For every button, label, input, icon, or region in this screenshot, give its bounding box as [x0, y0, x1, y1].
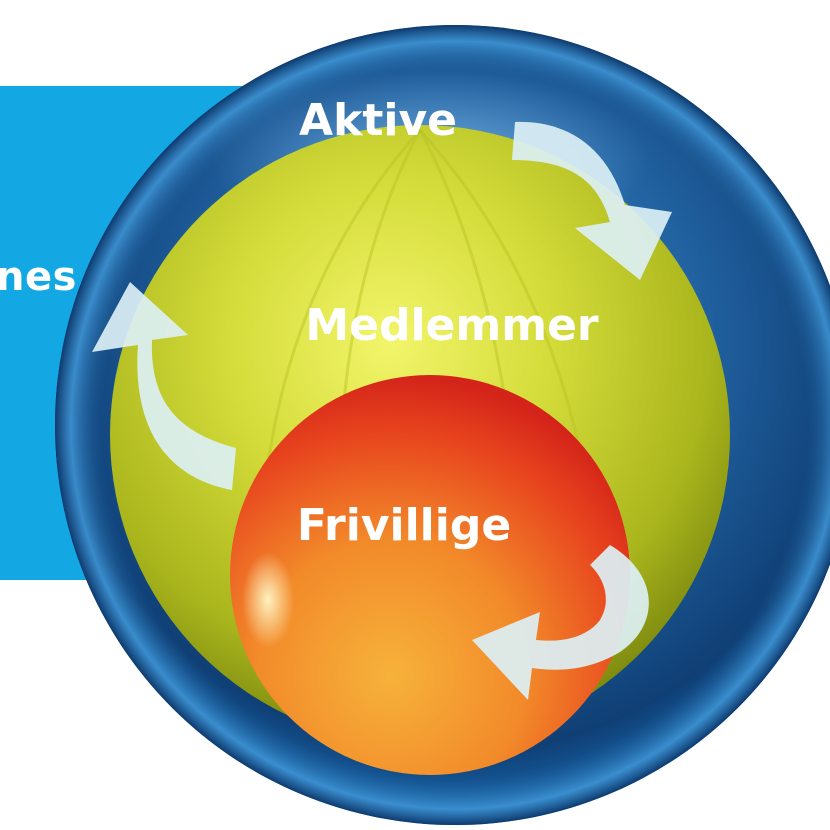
curved-arrow-icon — [512, 121, 672, 280]
inner-ring-highlight — [242, 552, 294, 648]
curved-arrow-icon — [472, 545, 649, 700]
inner-ring-label: Frivillige — [297, 500, 511, 551]
outer-ring-label: Aktive — [299, 95, 457, 146]
curved-arrow-icon — [92, 282, 236, 490]
middle-ring-label: Medlemmer — [305, 300, 599, 351]
side-panel-text: nes — [0, 254, 77, 300]
